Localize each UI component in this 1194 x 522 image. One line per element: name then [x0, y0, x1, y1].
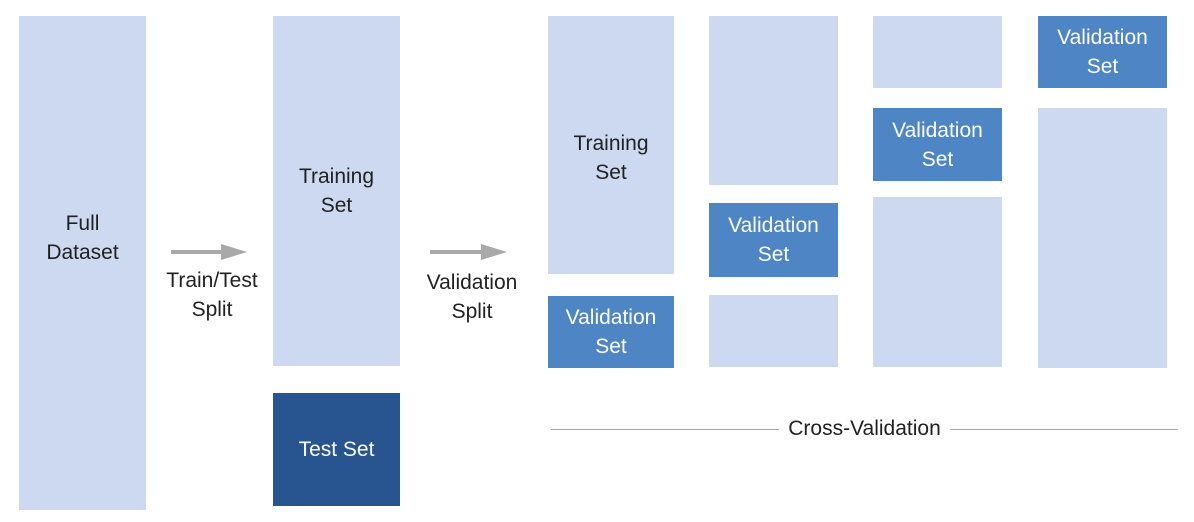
fold1-training-set-box: Training Set [548, 16, 674, 274]
fold1-training-set-label: Training Set [573, 132, 649, 184]
cross-validation-label: Cross-Validation [788, 417, 941, 440]
arrow-shaft [430, 250, 481, 254]
arrow-shaft [171, 250, 221, 254]
fold2-training-segment-top [709, 16, 838, 185]
fold3-training-segment-top [873, 16, 1002, 88]
fold3-training-segment-bottom [873, 197, 1002, 367]
arrow-head [221, 244, 247, 260]
cross-validation-divider: Cross-Validation [551, 417, 1179, 441]
fold4-validation-set-label: Validation Set [1057, 26, 1148, 78]
full-dataset-label: Full Dataset [46, 212, 119, 264]
fold2-validation-set-label: Validation Set [728, 214, 819, 266]
test-set-label: Test Set [298, 438, 375, 461]
test-set-box: Test Set [273, 393, 400, 506]
fold1-validation-set-box: Validation Set [548, 296, 674, 368]
train-test-split-label: Train/Test Split [166, 269, 258, 321]
arrow-right-icon [430, 244, 507, 260]
fold2-validation-set-box: Validation Set [709, 203, 838, 277]
fold4-validation-set-box: Validation Set [1038, 16, 1167, 88]
full-dataset-box: Full Dataset [19, 16, 146, 510]
training-set-label: Training Set [298, 165, 375, 217]
training-set-box: Training Set [273, 16, 400, 366]
fold1-validation-set-label: Validation Set [565, 306, 657, 358]
fold2-training-segment-bottom [709, 295, 838, 367]
divider-line-left [551, 428, 780, 430]
divider-line-right [949, 428, 1179, 430]
fold4-training-segment-bottom [1038, 108, 1167, 368]
fold3-validation-set-box: Validation Set [873, 108, 1002, 181]
fold3-validation-set-label: Validation Set [892, 118, 983, 171]
arrow-right-icon [171, 244, 247, 260]
validation-split-label: Validation Split [426, 271, 518, 323]
arrow-head [481, 244, 507, 260]
